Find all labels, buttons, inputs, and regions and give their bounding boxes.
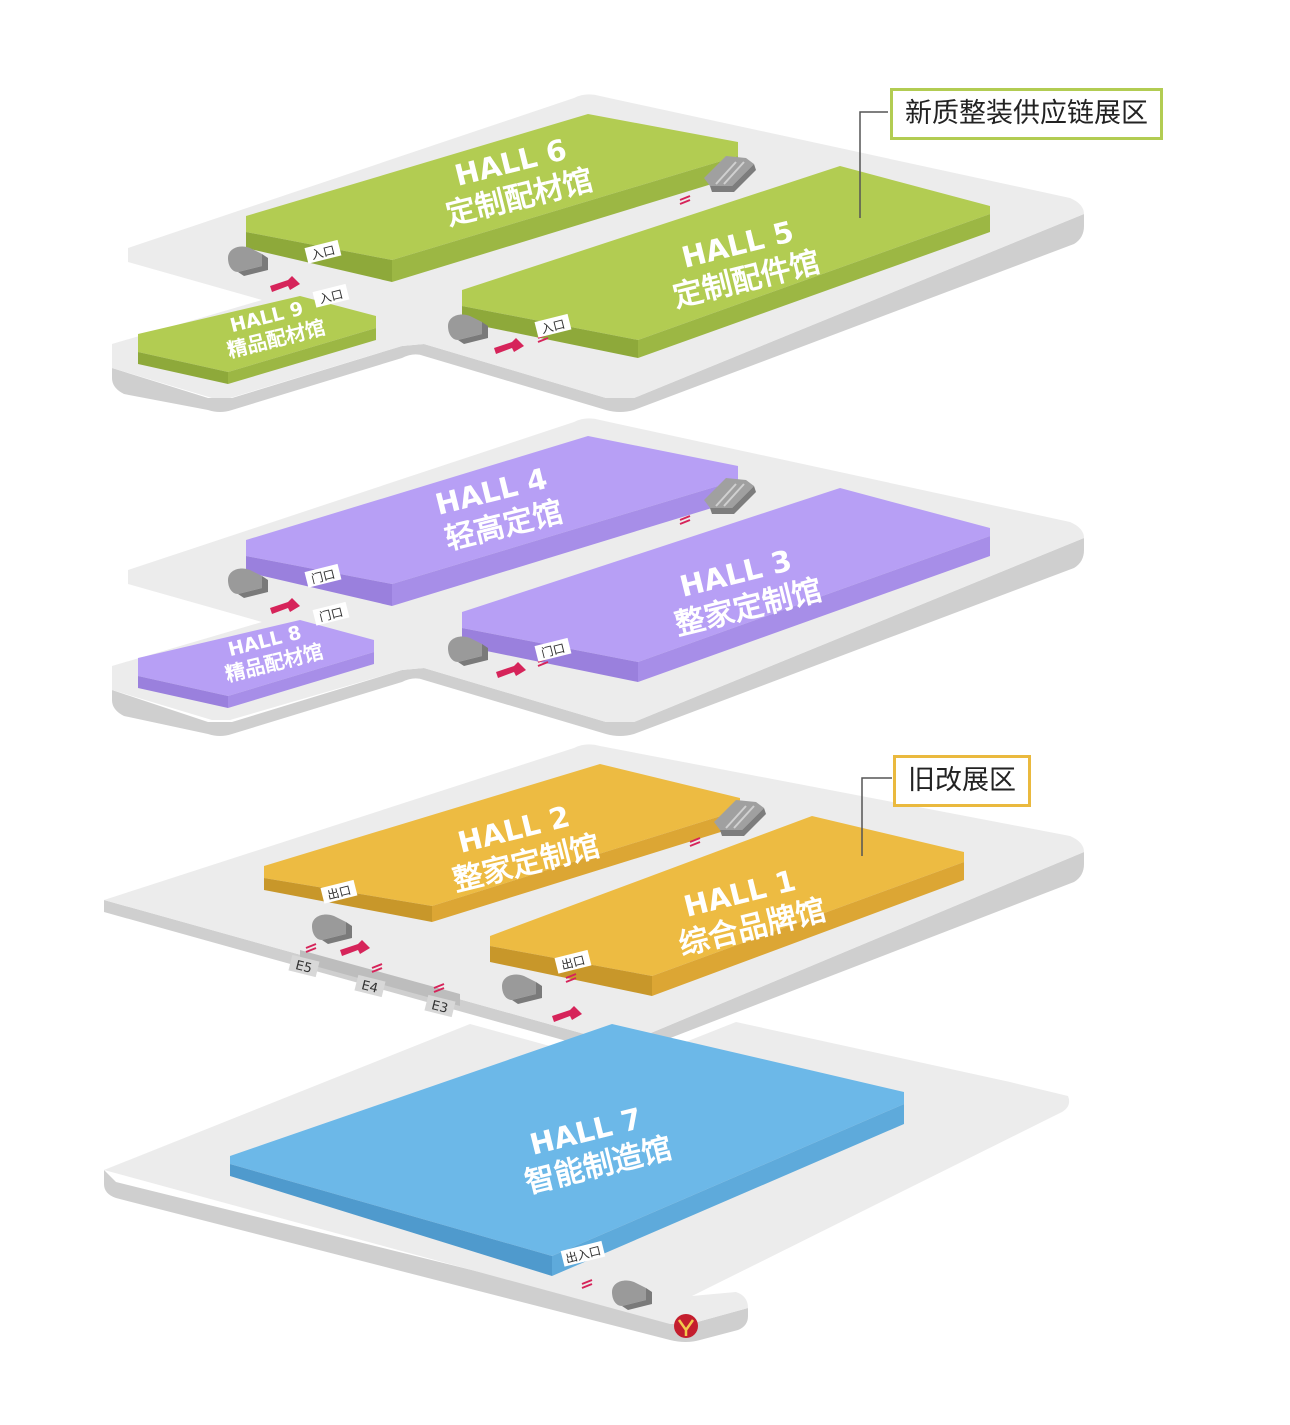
door-label: 入口: [534, 313, 572, 338]
gate-label: E3: [424, 994, 456, 1018]
svg-text:门口: 门口: [540, 640, 567, 660]
door-label: 出口: [320, 879, 358, 904]
gate-label: E5: [288, 954, 320, 978]
svg-text:E3: E3: [430, 998, 450, 1017]
hall-7[interactable]: [230, 1024, 904, 1276]
svg-text:入口: 入口: [318, 287, 345, 306]
hall-9[interactable]: [138, 296, 376, 384]
svg-text:门口: 门口: [318, 604, 345, 624]
svg-text:出口: 出口: [560, 953, 587, 972]
door-label: 门口: [534, 637, 572, 662]
door-label: 门口: [304, 563, 342, 588]
logo-icon: [674, 1314, 698, 1338]
svg-text:出口: 出口: [326, 883, 353, 902]
svg-text:E5: E5: [294, 958, 314, 977]
svg-text:E4: E4: [360, 978, 380, 997]
svg-text:入口: 入口: [540, 317, 567, 336]
hall-2[interactable]: [264, 764, 740, 922]
zone-label-renovation: 旧改展区: [893, 755, 1031, 807]
hall-1[interactable]: [490, 816, 964, 996]
door-label: 门口: [312, 601, 350, 626]
door-label: 出口: [554, 949, 592, 974]
zone-a-leader: [859, 111, 888, 218]
door-label: 入口: [304, 239, 342, 264]
svg-text:入口: 入口: [310, 243, 337, 262]
door-label: 入口: [312, 283, 350, 308]
zone-label-supply-chain: 新质整装供应链展区: [890, 88, 1163, 140]
floor-gold-zone: [104, 744, 1084, 1054]
svg-text:门口: 门口: [310, 566, 337, 586]
zone-b-leader: [861, 777, 892, 856]
hall-8[interactable]: [138, 620, 374, 708]
gate-label: E4: [354, 974, 386, 998]
